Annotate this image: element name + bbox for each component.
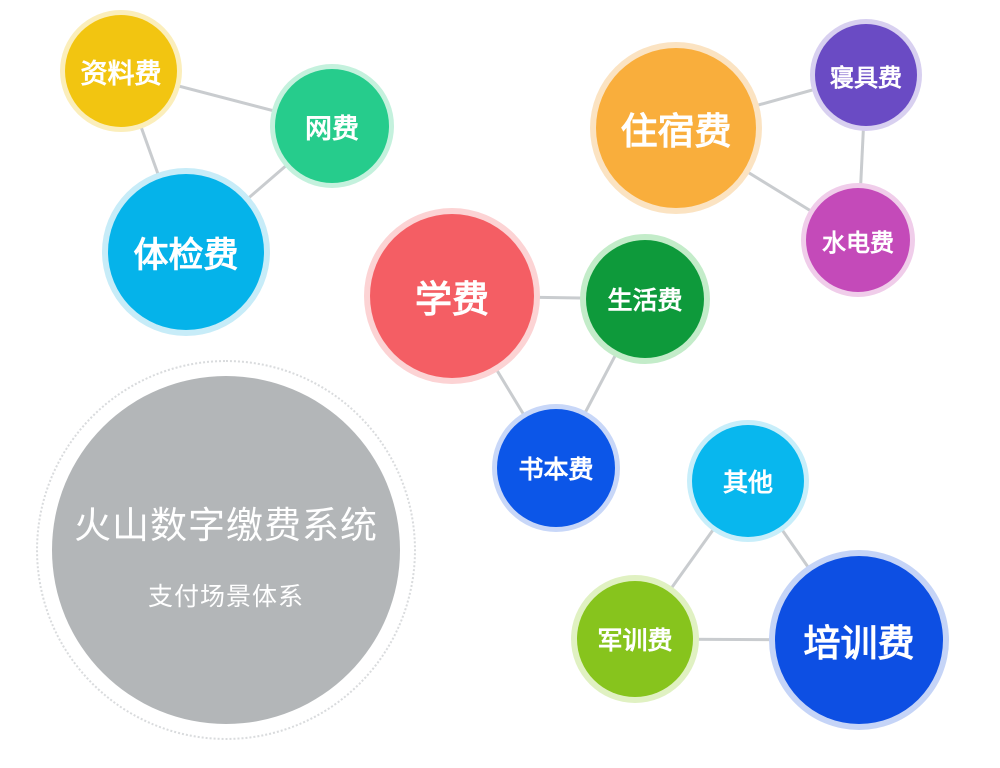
system-title: 火山数字缴费系统: [74, 504, 378, 547]
node-zhusu: 住宿费: [596, 48, 756, 208]
node-junxun: 军训费: [577, 581, 693, 697]
system-subtitle: 支付场景体系: [147, 582, 304, 611]
center-circle-ring: [36, 360, 416, 740]
node-qinju: 寝具费: [815, 24, 917, 126]
node-xue: 学费: [370, 214, 534, 378]
node-shenghuo: 生活费: [586, 240, 704, 358]
node-shuben: 书本费: [497, 409, 615, 527]
node-shuidian: 水电费: [806, 188, 910, 292]
node-wang: 网费: [275, 69, 389, 183]
node-tijian: 体检费: [108, 174, 264, 330]
center-circle: 火山数字缴费系统 支付场景体系: [52, 376, 400, 724]
node-ziliao: 资料费: [65, 15, 177, 127]
node-qita: 其他: [692, 425, 804, 537]
node-peixun: 培训费: [775, 556, 943, 724]
